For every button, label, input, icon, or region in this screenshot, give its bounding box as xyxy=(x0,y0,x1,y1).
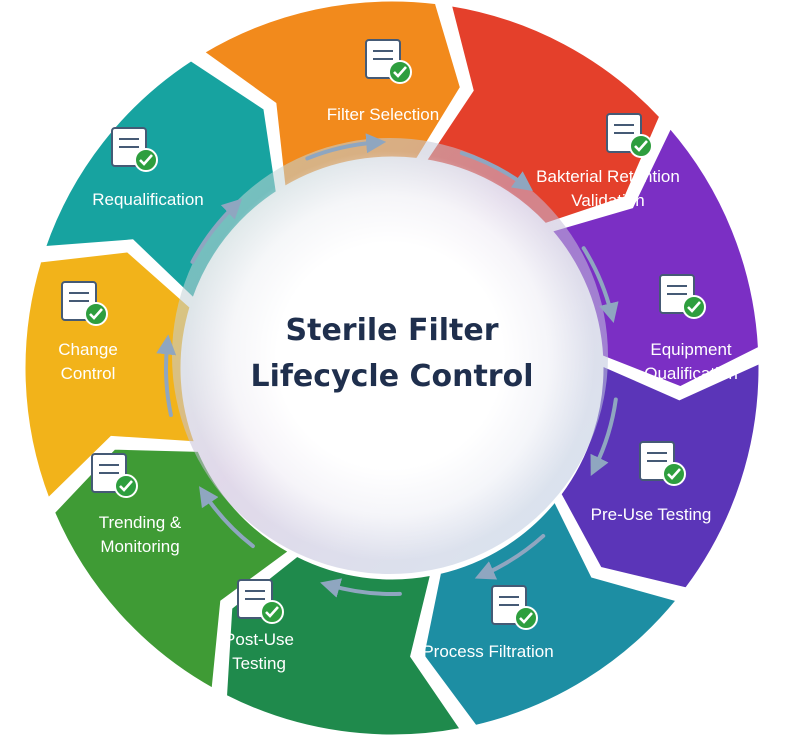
vessel-check-icon xyxy=(639,441,686,486)
stage-label-line: Bakterial Retention xyxy=(536,167,680,186)
center-title-line-2: Lifecycle Control xyxy=(250,359,533,394)
stage-label: Filter Selection xyxy=(327,105,439,124)
flow-arrow xyxy=(305,133,387,161)
stage-label-line: Process Filtration xyxy=(422,642,553,661)
stage-label-line: Monitoring xyxy=(100,537,179,556)
stage-label-line: Pre-Use Testing xyxy=(591,505,712,524)
flow-arrow xyxy=(590,397,618,477)
petri-dish-icon xyxy=(606,113,653,158)
stage-label-line: Equipment xyxy=(650,340,732,359)
flow-arrow xyxy=(474,533,546,580)
flow-arrow xyxy=(581,246,619,324)
stage-label-line: Post-Use xyxy=(224,630,294,649)
stage-segment xyxy=(421,497,681,729)
filter-cartridge-icon xyxy=(365,39,412,84)
flow-arrow xyxy=(190,198,243,264)
stage-label-line: Testing xyxy=(232,654,286,673)
inner-halo xyxy=(172,138,608,574)
document-check-icon xyxy=(111,127,158,172)
stage-label-line: Control xyxy=(61,364,116,383)
monitor-chart-icon xyxy=(91,453,138,498)
gears-icon xyxy=(61,281,108,326)
stage-label-line: Requalification xyxy=(92,190,204,209)
stage-label: Requalification xyxy=(92,190,204,209)
clipboard-check-icon xyxy=(659,274,706,319)
center-title-line-1: Sterile Filter xyxy=(286,313,499,348)
stage-label-line: Qualification xyxy=(644,364,738,383)
flow-arrow xyxy=(459,151,533,192)
stage-label-line: Trending & xyxy=(99,513,182,532)
stage-segment xyxy=(223,553,465,738)
stage-label: Trending & Monitoring xyxy=(99,513,182,556)
stage-label: Process Filtration xyxy=(422,642,553,661)
flow-arrows xyxy=(156,133,619,598)
flow-arrow xyxy=(199,486,255,549)
flow-arrow xyxy=(320,578,402,598)
stage-label-line: Filter Selection xyxy=(327,105,439,124)
flow-arrow xyxy=(156,334,177,417)
stage-label: Pre-Use Testing xyxy=(591,505,712,524)
chart-check-icon xyxy=(237,579,284,624)
filtration-equipment-icon xyxy=(491,585,538,630)
stage-label-line: Change xyxy=(58,340,118,359)
stage-label-line: Validation xyxy=(571,191,644,210)
